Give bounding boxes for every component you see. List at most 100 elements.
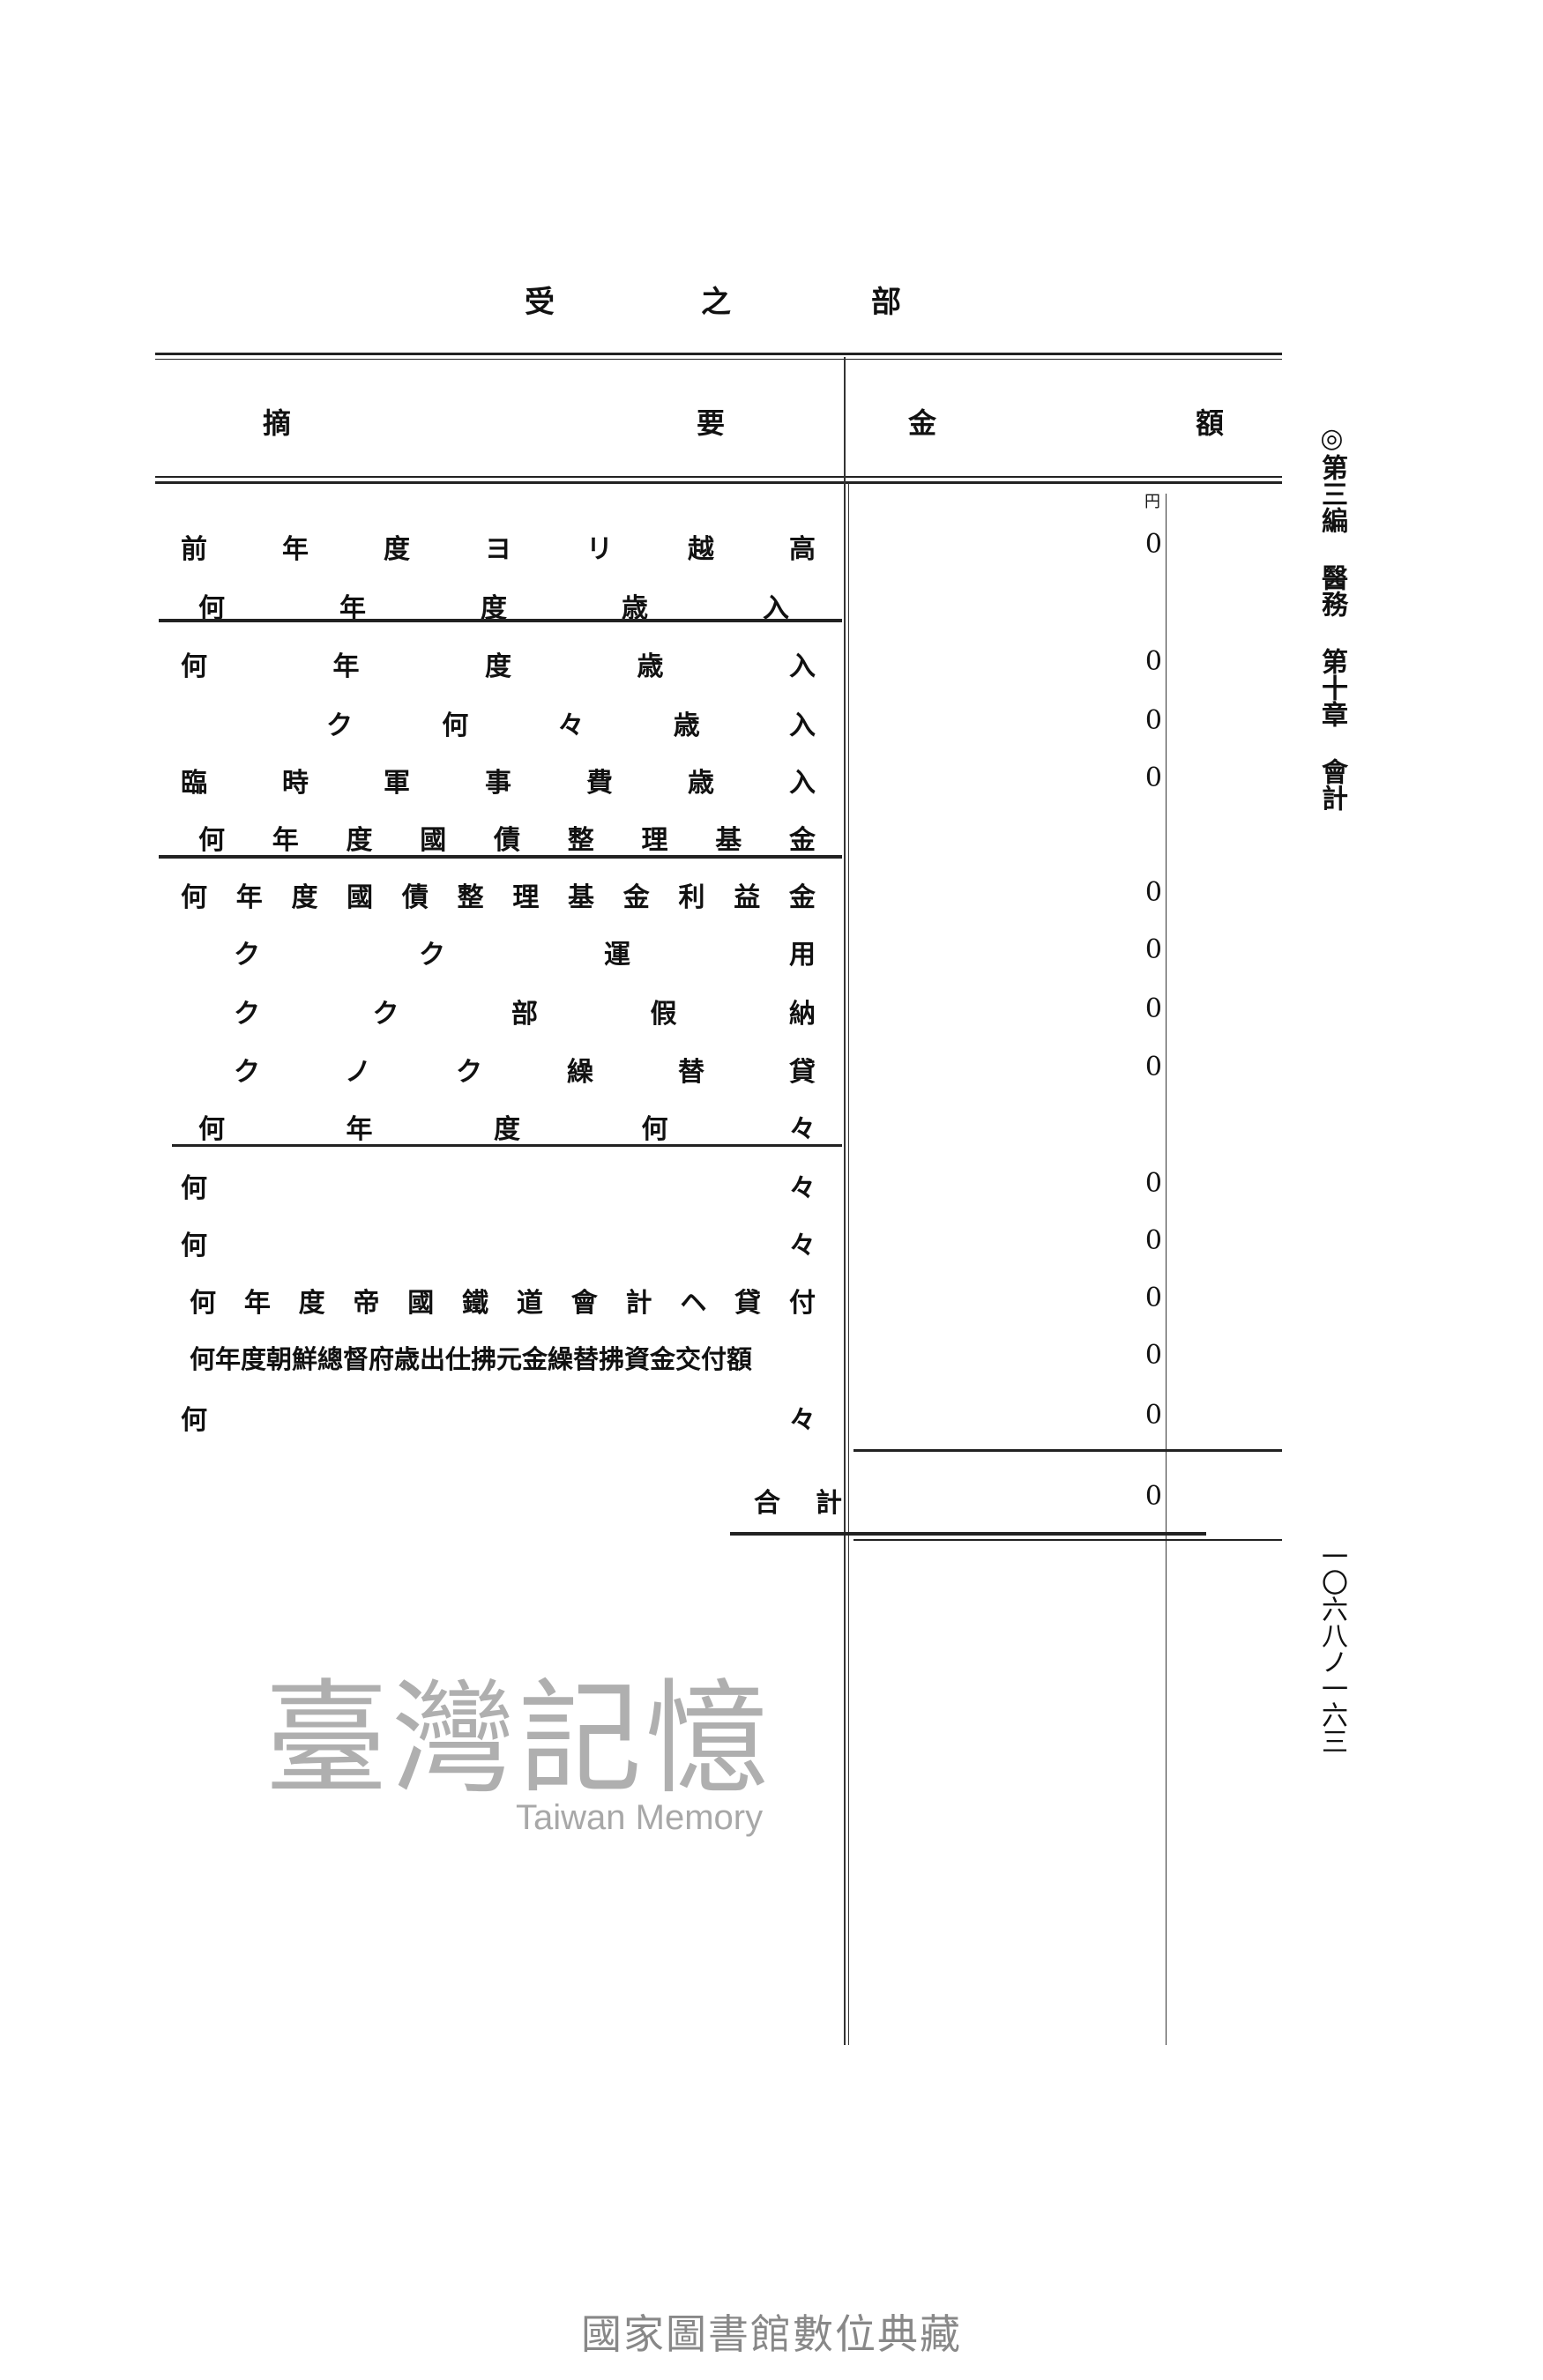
- row-text: 理: [641, 825, 668, 856]
- row-text: ク: [234, 999, 260, 1030]
- row-text: 益: [734, 882, 761, 913]
- row-amount: 0: [1144, 1340, 1162, 1371]
- row-text: 度: [494, 1114, 520, 1145]
- row-amount: 0: [1144, 877, 1162, 908]
- row-amount: 0: [1144, 1400, 1162, 1431]
- table-row: クク運用: [181, 934, 816, 971]
- row-text: 時: [282, 768, 309, 799]
- row-text: 整: [567, 825, 594, 856]
- row-text: 國: [347, 882, 374, 913]
- total-rule-2: [853, 1539, 1282, 1541]
- row-text: 部: [511, 999, 538, 1030]
- watermark-english: Taiwan Memory: [516, 1798, 764, 1837]
- row-text: 年: [235, 882, 263, 913]
- row-text: 々: [789, 1405, 816, 1436]
- section-rule: [159, 855, 842, 859]
- table-row: クク部假納: [181, 993, 816, 1030]
- row-text: 債: [494, 825, 520, 856]
- row-amount: 0: [1144, 705, 1162, 736]
- title-char: 受: [525, 285, 555, 320]
- row-amount: 0: [1144, 1283, 1162, 1313]
- header-summary-right: 要: [697, 406, 726, 440]
- column-divider: [844, 357, 846, 2045]
- row-text: リ: [586, 534, 613, 565]
- table-top-rule: [155, 353, 1282, 355]
- title-char: 之: [701, 285, 731, 320]
- row-text: 越: [688, 534, 714, 565]
- row-text: 入: [789, 710, 816, 741]
- row-text: 歳: [673, 710, 700, 741]
- table-row: 何年度朝鮮總督府歳出仕拂元金繰替拂資金交付額: [181, 1340, 816, 1375]
- row-text: 債: [401, 882, 429, 913]
- row-text: 何: [198, 1114, 225, 1145]
- table-row: 臨時軍事費歳入: [181, 762, 816, 799]
- row-amount: 0: [1144, 646, 1162, 677]
- row-text: 何: [190, 1288, 216, 1319]
- row-text: 年: [282, 534, 309, 565]
- header-summary-left: 摘: [263, 406, 292, 440]
- row-text: 假: [650, 999, 677, 1030]
- table-row: 何年度國債整理基金: [181, 820, 816, 856]
- row-text: 何: [181, 1405, 207, 1436]
- row-text: 度: [384, 534, 410, 565]
- row-text: ク: [456, 1057, 482, 1088]
- amount-divider: [1166, 494, 1167, 2045]
- header-bottom-rule: [155, 476, 1282, 478]
- table-row: クノク繰替貸: [181, 1052, 816, 1088]
- row-text: 高: [789, 534, 816, 565]
- total-rule: [730, 1532, 1206, 1536]
- row-text: 度: [346, 825, 373, 856]
- row-text: ク: [326, 710, 353, 741]
- row-text: 年: [243, 1288, 271, 1319]
- footer-collection-label: 國家圖書館數位典藏: [581, 2310, 962, 2358]
- row-text: 入: [789, 651, 816, 682]
- row-text: ク: [419, 940, 445, 971]
- row-text: 金: [789, 825, 816, 856]
- row-text: 費: [586, 768, 613, 799]
- row-text: 基: [715, 825, 742, 856]
- row-text: 事: [485, 768, 511, 799]
- row-text: 何: [181, 882, 207, 913]
- row-text: 何: [181, 651, 207, 682]
- row-text: 貸: [789, 1057, 816, 1088]
- row-text: 用: [789, 940, 816, 971]
- side-header: ◎第三編 醫務 第十章 會計: [1316, 423, 1347, 811]
- table-top-rule-2: [155, 359, 1282, 360]
- row-text: 繰: [567, 1057, 593, 1088]
- row-text: 歳: [637, 651, 664, 682]
- row-text: ヘ: [680, 1288, 707, 1319]
- row-text: 金: [622, 882, 650, 913]
- row-amount: 0: [1144, 1168, 1162, 1199]
- total-char: 合: [754, 1488, 780, 1519]
- header-amount-left: 金: [908, 406, 937, 440]
- table-row: 何年度何々: [181, 1109, 816, 1145]
- row-text: 入: [789, 768, 816, 799]
- row-text: 計: [625, 1288, 652, 1319]
- page-number: 一〇六八ノ一六三: [1316, 1543, 1347, 1754]
- row-text: 替: [678, 1057, 704, 1088]
- row-text: 鐵: [462, 1288, 489, 1319]
- row-text: 利: [678, 882, 705, 913]
- row-amount: 0: [1144, 1225, 1162, 1256]
- row-text: 臨: [181, 768, 207, 799]
- watermark-chinese: 臺灣記憶: [265, 1668, 773, 1811]
- row-text: ク: [372, 999, 399, 1030]
- column-divider-2: [848, 483, 849, 2045]
- row-text: 貸: [734, 1288, 762, 1319]
- row-text: 前: [181, 534, 207, 565]
- row-text: 何年度朝鮮總督府歳出仕拂元金繰替拂資金交付額: [190, 1344, 753, 1374]
- row-text: 度: [485, 651, 511, 682]
- row-text: 々: [789, 1173, 816, 1204]
- table-row: ク何々歳入: [181, 705, 816, 741]
- row-text: 々: [789, 1114, 816, 1145]
- row-text: 何: [181, 1173, 207, 1204]
- row-text: 國: [420, 825, 447, 856]
- row-text: 整: [457, 882, 484, 913]
- header-amount-right: 額: [1196, 406, 1225, 440]
- yen-unit: 円: [1144, 493, 1160, 511]
- row-text: 何: [641, 1114, 668, 1145]
- row-amount: 0: [1144, 934, 1162, 965]
- row-text: 年: [332, 651, 360, 682]
- row-text: 何: [442, 710, 469, 741]
- row-text: 軍: [384, 768, 410, 799]
